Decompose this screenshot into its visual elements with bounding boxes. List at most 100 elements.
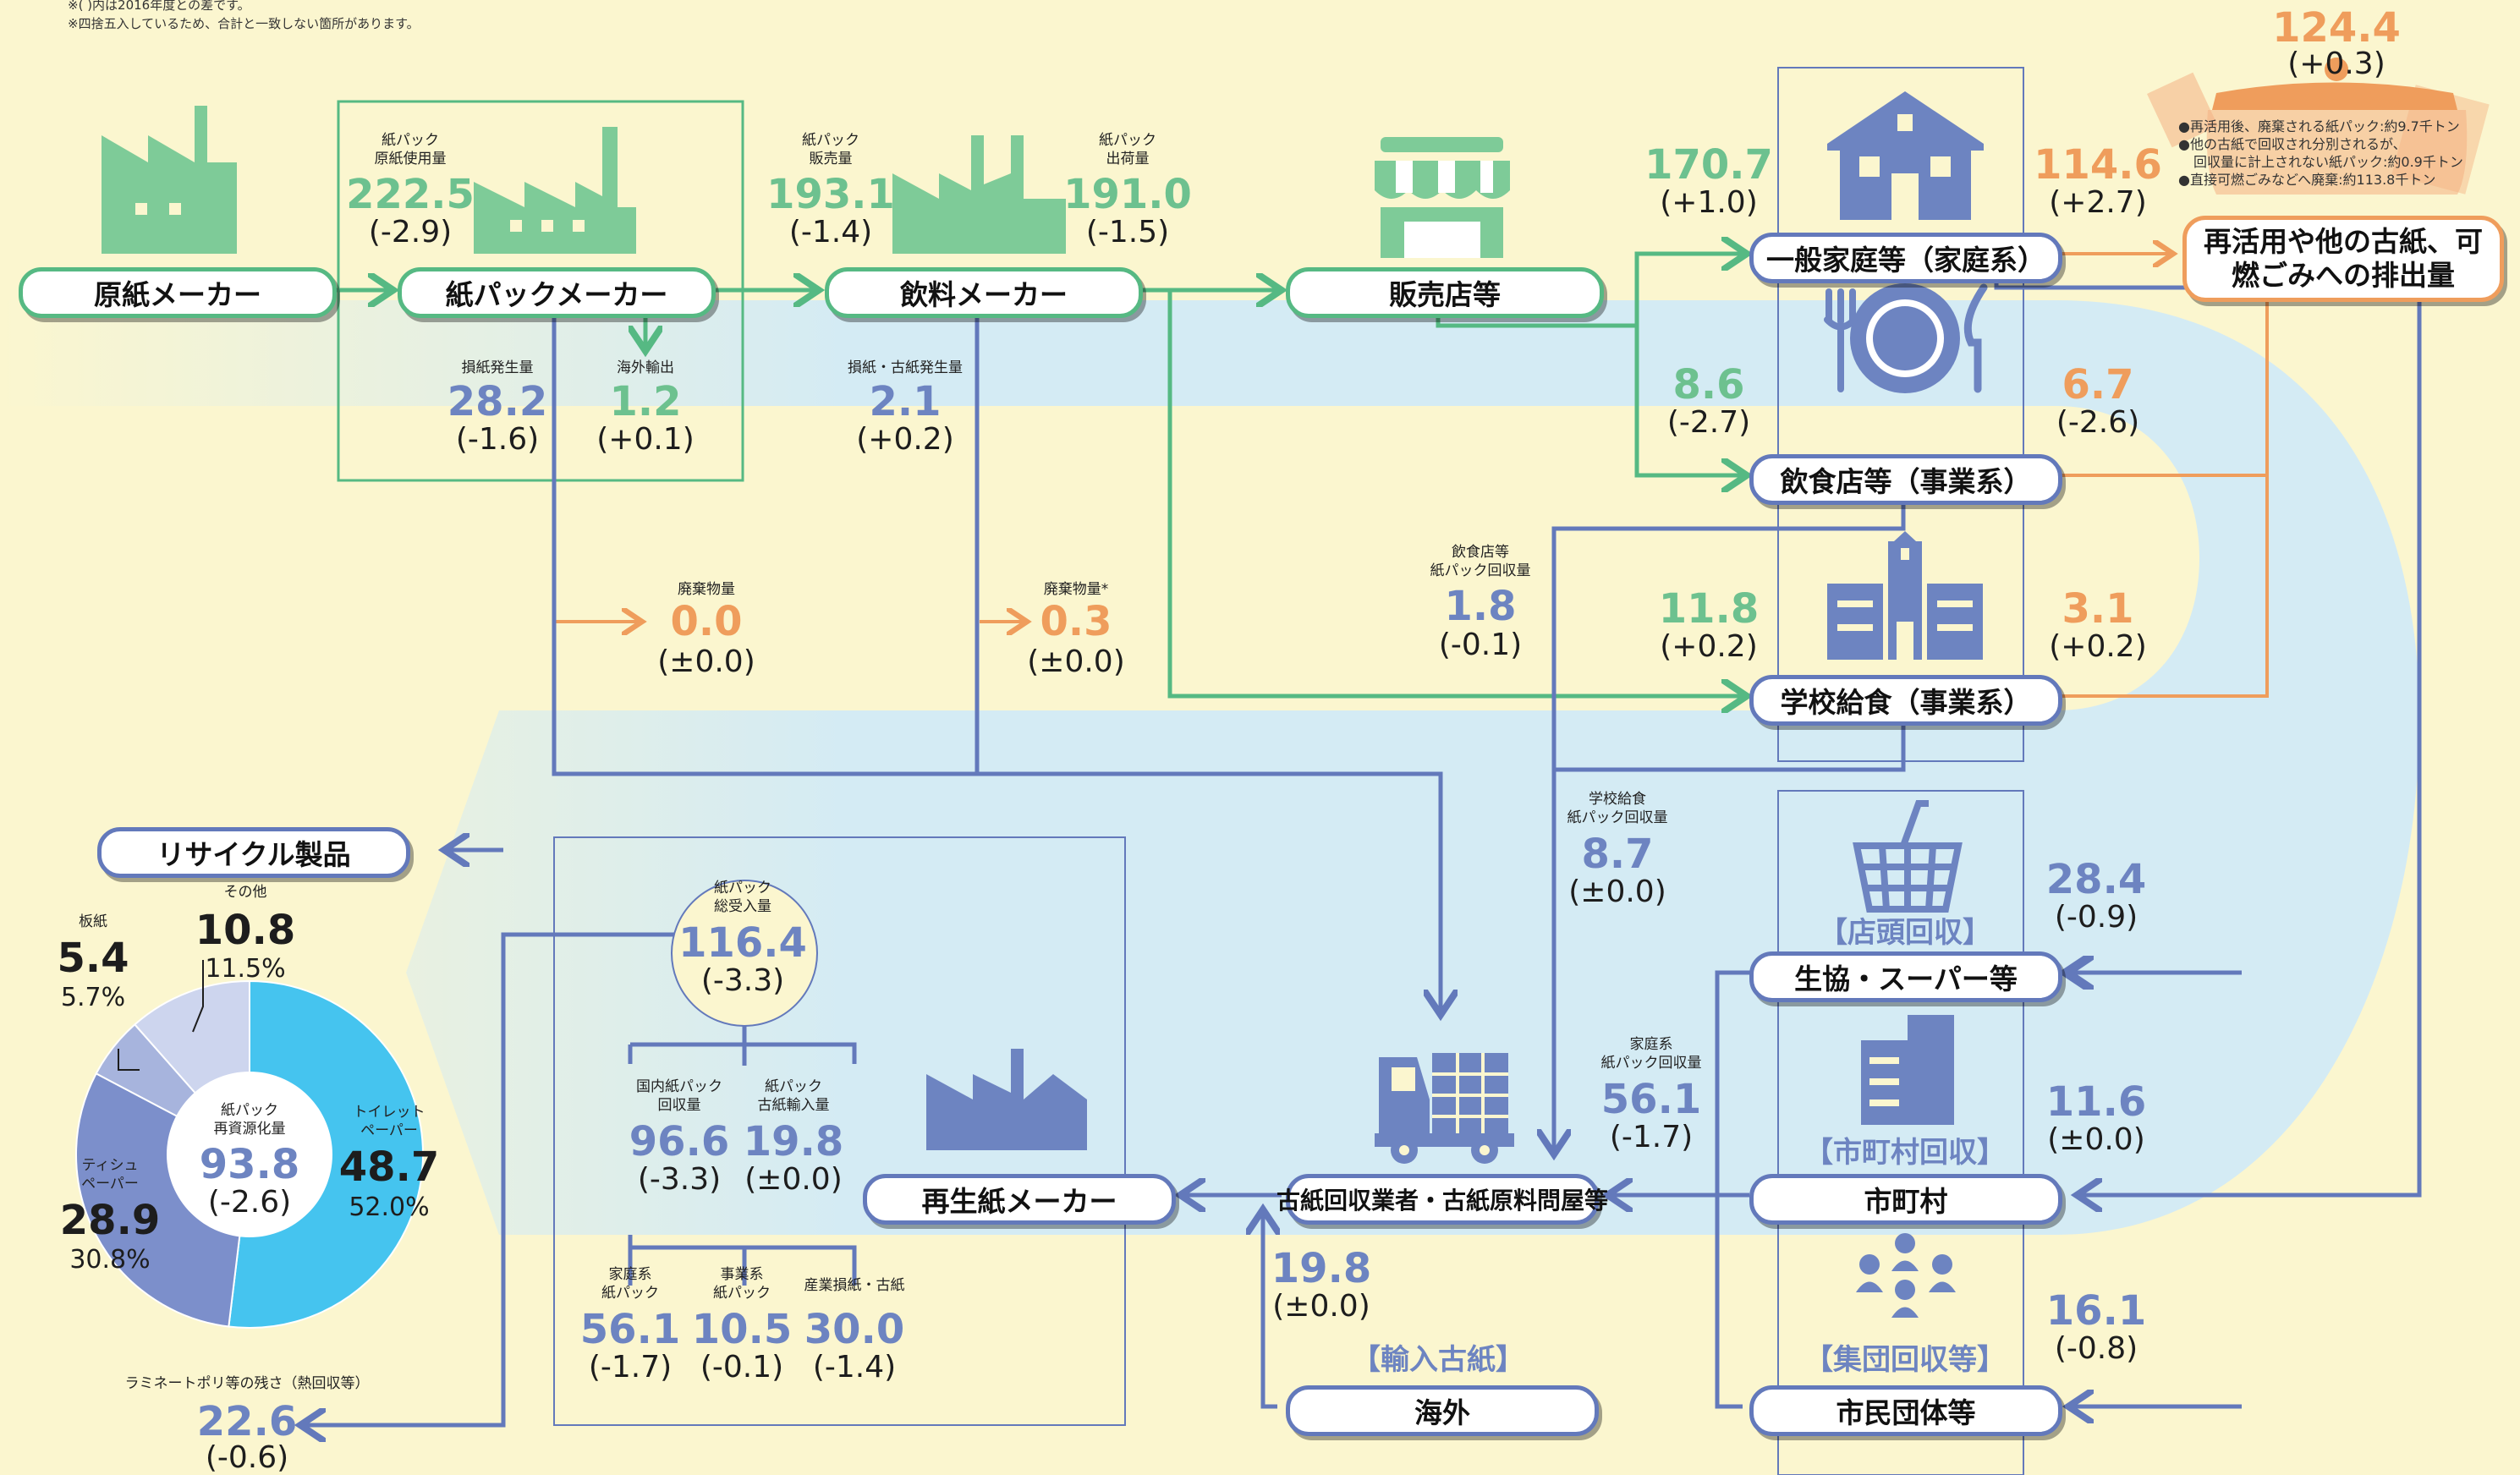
haiki-2-label: 廃棄物量*: [1043, 581, 1109, 598]
pie-pct-toilet: 52.0%: [349, 1193, 430, 1222]
haiki-2-value: 0.3: [1040, 598, 1112, 645]
kaigai-yushutsu-change: (+0.1): [596, 422, 695, 457]
sonshi-inryo-change: (+0.2): [856, 422, 954, 457]
shukka-label-2: 出荷量: [1106, 151, 1150, 167]
katei-in-value: 170.7: [1644, 141, 1773, 189]
pie-leader-itagami: [118, 1049, 140, 1071]
node-saisei-maker[interactable]: 再生紙メーカー: [863, 1174, 1176, 1225]
node-inshokuten[interactable]: 飲食店等（事業系）: [1749, 454, 2062, 505]
pie-value-sonota: 10.8: [195, 907, 296, 954]
shudan-change: (-0.8): [2054, 1331, 2138, 1366]
genshi-use-label-2: 原紙使用量: [374, 151, 447, 167]
kokunai-label-1: 国内紙パック: [636, 1078, 722, 1095]
inshoku-kaishu-change: (-0.1): [1438, 628, 1523, 662]
pie-value-tissue: 28.9: [59, 1197, 161, 1244]
katei-pack-value: 56.1: [579, 1306, 681, 1353]
factory-icon-pack-maker: [474, 127, 636, 254]
sonshi-pack-value: 28.2: [447, 378, 548, 425]
shukka-label-1: 紙パック: [1099, 132, 1156, 149]
katei-kaishu-value: 56.1: [1600, 1076, 1702, 1123]
netsu-kaishu-change: (-0.6): [205, 1440, 289, 1475]
factory-icon-saisei: [926, 1049, 1087, 1150]
note-rounding: ※四捨五入しているため、合計と一致しない箇所があります。: [68, 16, 420, 31]
jigyo-pack-label-1: 事業系: [720, 1266, 764, 1283]
inshoku-out-change: (-2.6): [2056, 405, 2140, 440]
green-flows: [328, 254, 1743, 696]
haiki-1-label: 廃棄物量: [678, 581, 735, 598]
truck-icon: [1375, 1053, 1514, 1164]
factory-icon-inryo: [892, 135, 1066, 254]
pie-value-itagami: 5.4: [57, 935, 129, 982]
so-ukeire-value: 116.4: [678, 919, 807, 967]
shichoson-value: 11.6: [2045, 1078, 2147, 1126]
total-out-change: (+0.3): [2287, 47, 2385, 81]
disposal-note-1: ●再活用後、廃棄される紙パック:約9.7千トン: [2178, 118, 2460, 134]
katei-pack-change: (-1.7): [588, 1350, 673, 1385]
kaigai-yushutsu-label: 海外輸出: [617, 359, 674, 376]
jigyo-pack-value: 10.5: [691, 1306, 793, 1353]
pie-center-label-2: 再資源化量: [213, 1121, 286, 1138]
pie-center-hole: [167, 1072, 332, 1237]
shukka-value: 191.0: [1063, 171, 1192, 218]
sonshi-inryo-label: 損紙・古紙発生量: [848, 359, 963, 376]
kaigai-yushutsu-value: 1.2: [609, 378, 682, 425]
pie-pct-sonota: 11.5%: [205, 954, 286, 984]
inshoku-kaishu-label-1: 飲食店等: [1452, 544, 1509, 561]
pie-label-sonota: その他: [223, 884, 267, 901]
tento-value: 28.4: [2045, 856, 2147, 903]
inshoku-in-value: 8.6: [1672, 361, 1745, 409]
inshoku-out-value: 6.7: [2062, 361, 2134, 409]
store-icon: [1375, 137, 1510, 258]
hanbai-label-1: 紙パック: [802, 132, 859, 149]
node-kamipack-maker[interactable]: 紙パックメーカー: [398, 267, 716, 318]
disposal-note-3: 回収量に計上されない紙パック:約0.9千トン: [2193, 154, 2463, 170]
koshi-yunyu-value: 19.8: [743, 1118, 844, 1165]
so-ukeire-circle: [671, 880, 818, 1027]
hanbai-label-2: 販売量: [809, 151, 853, 167]
katei-in-change: (+1.0): [1660, 185, 1758, 220]
sangyo-label: 産業損紙・古紙: [804, 1277, 905, 1294]
orange-flows: [554, 254, 2267, 698]
sonshi-pack-label: 損紙発生量: [461, 359, 534, 376]
node-shimin-dantai[interactable]: 市民団体等: [1749, 1385, 2062, 1436]
node-koshi-kaishu[interactable]: 古紙回収業者・古紙原料問屋等: [1276, 1174, 1608, 1225]
pie-value-toilet: 48.7: [338, 1143, 440, 1191]
kokunai-value: 96.6: [629, 1118, 730, 1165]
house-icon: [1827, 91, 1984, 220]
pie-label-toilet-2: ペーパー: [360, 1122, 418, 1139]
pie-label-tissue-2: ペーパー: [81, 1176, 139, 1193]
category-shichoson: 【市町村回収】: [1804, 1136, 2006, 1170]
node-hanbaiten[interactable]: 販売店等: [1286, 267, 1604, 318]
sonshi-inryo-value: 2.1: [869, 378, 942, 425]
gakko-in-value: 11.8: [1658, 585, 1760, 633]
people-icon: [1856, 1233, 1956, 1318]
factory-icon-genshi: [102, 106, 237, 254]
category-tento: 【店頭回収】: [1819, 916, 1991, 950]
node-seikyo[interactable]: 生協・スーパー等: [1749, 951, 2062, 1002]
genshi-use-value: 222.5: [346, 171, 475, 218]
pie-pct-itagami: 5.7%: [60, 983, 126, 1012]
node-gakko-kyushoku[interactable]: 学校給食（事業系）: [1749, 675, 2062, 726]
node-genshi-maker[interactable]: 原紙メーカー: [19, 267, 337, 318]
node-kaigai[interactable]: 海外: [1286, 1385, 1599, 1436]
gakko-out-change: (+0.2): [2049, 629, 2147, 664]
node-recycle-products[interactable]: リサイクル製品: [97, 827, 410, 878]
sangyo-value: 30.0: [804, 1306, 905, 1353]
node-inryo-maker[interactable]: 飲料メーカー: [825, 267, 1143, 318]
category-yunyu: 【輸入古紙】: [1352, 1343, 1524, 1377]
jigyo-pack-label-2: 紙パック: [713, 1285, 771, 1302]
shudan-value: 16.1: [2045, 1287, 2147, 1335]
shukka-change: (-1.5): [1085, 215, 1170, 249]
haiki-2-change: (±0.0): [1027, 644, 1125, 679]
sangyo-change: (-1.4): [812, 1350, 897, 1385]
node-shichoson[interactable]: 市町村: [1749, 1174, 2062, 1225]
node-disposal[interactable]: 再活用や他の古紙、可燃ごみへの排出量: [2182, 216, 2504, 302]
yunyu-change: (±0.0): [1272, 1289, 1370, 1324]
node-ippan-katei[interactable]: 一般家庭等（家庭系）: [1749, 233, 2062, 283]
sonshi-pack-change: (-1.6): [455, 422, 540, 457]
pie-label-itagami: 板紙: [79, 913, 107, 930]
gakko-kaishu-label-1: 学校給食: [1589, 791, 1646, 808]
katei-pack-label-1: 家庭系: [608, 1266, 652, 1283]
netsu-kaishu-label: ラミネートポリ等の残さ（熱回収等）: [124, 1375, 370, 1392]
so-ukeire-label-1: 紙パック: [714, 880, 771, 897]
